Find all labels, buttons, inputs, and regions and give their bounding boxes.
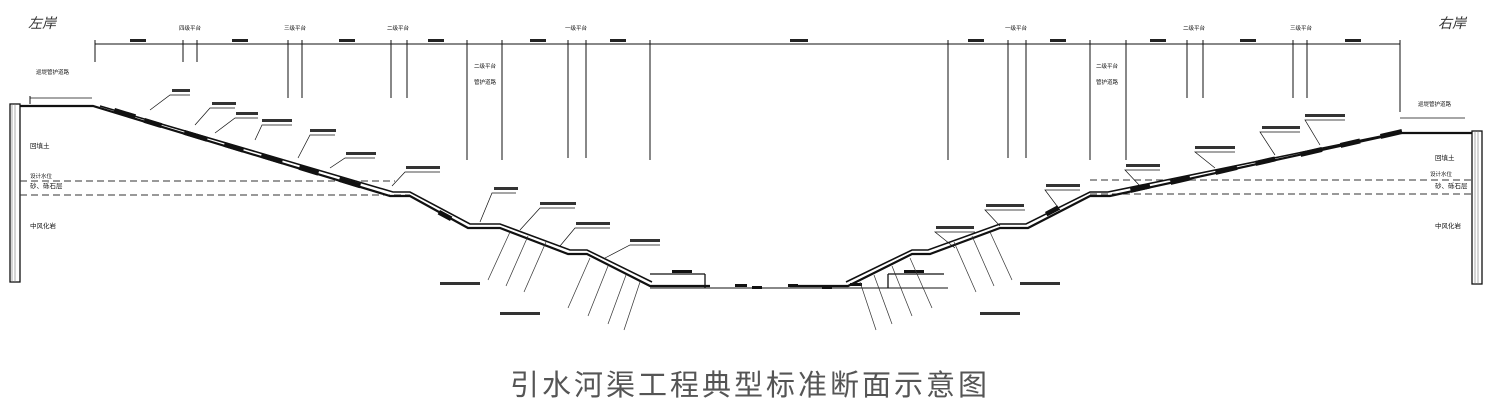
crest-road-label-left: 巡堤管护道路 [36, 68, 70, 76]
crest-road-label-right: 巡堤管护道路 [1418, 100, 1452, 108]
layer-fill-label-right: 回填土 [1435, 153, 1455, 162]
top-dimension-line [94, 40, 1401, 160]
bed-marks [672, 270, 924, 289]
layer-fill-label-left: 回填土 [30, 141, 50, 150]
platform-label-first-left: 一级平台 [565, 24, 588, 32]
left-bank-post [9, 103, 21, 283]
platform-label-third-left: 三级平台 [284, 24, 307, 32]
callout-leaders [149, 94, 1345, 259]
left-bank-label: 左岸 [28, 16, 58, 32]
platform-label-fourth-left: 四级平台 [179, 24, 202, 32]
layer-boundaries [20, 179, 1472, 196]
diagram-caption: 引水河渠工程典型标准断面示意图 [509, 368, 990, 402]
layer-sand-label-right: 砂、砾石层 [1435, 181, 1468, 190]
top-dimension-ticks [130, 39, 1361, 42]
cross-section-diagram: 左岸 右岸 [9, 16, 1483, 331]
platform-label-second-right: 二级平台 [1183, 24, 1206, 32]
water-level-label-left: 设计水位 [30, 172, 53, 180]
anchor-callouts [440, 282, 1060, 315]
layer-rock-label-right: 中风化岩 [1435, 221, 1462, 230]
layer-sand-label-left: 砂、砾石层 [30, 181, 63, 190]
berm-road-label-left-1: 二级平台 [474, 62, 497, 70]
right-bank-label: 右岸 [1438, 16, 1468, 32]
anchor-rods [487, 231, 1013, 331]
berm-road-label-right-1: 二级平台 [1096, 62, 1119, 70]
right-bank-post [1471, 130, 1483, 285]
berm-road-label-left-2: 管护道路 [474, 78, 497, 86]
callout-text-blocks [172, 89, 1345, 242]
channel-profile [20, 96, 1472, 289]
platform-label-second-left: 二级平台 [387, 24, 410, 32]
platform-label-third-right: 三级平台 [1290, 24, 1313, 32]
water-level-label-right: 设计水位 [1430, 170, 1453, 178]
platform-label-first-right: 一级平台 [1005, 24, 1028, 32]
berm-road-label-right-2: 管护道路 [1096, 78, 1119, 86]
revetment-blocks [113, 107, 1403, 221]
layer-rock-label-left: 中风化岩 [30, 221, 57, 230]
